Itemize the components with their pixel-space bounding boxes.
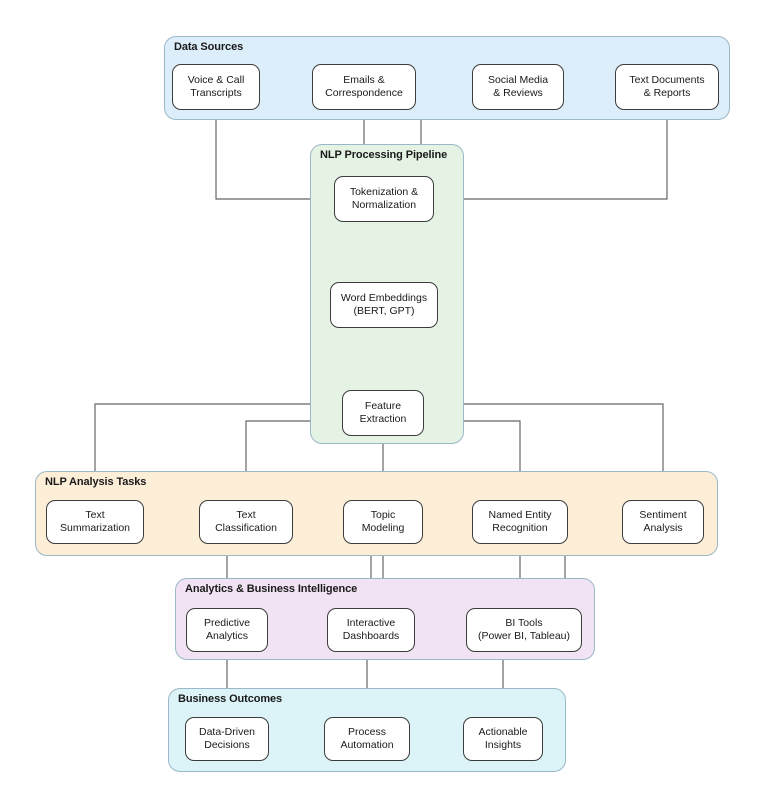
node-emails-correspondence[interactable]: Emails & Correspondence [312,64,416,110]
node-sentiment-analysis[interactable]: Sentiment Analysis [622,500,704,544]
node-label: Process Automation [340,726,394,751]
group-title-nlp-pipeline: NLP Processing Pipeline [320,149,448,161]
node-label: Data-Driven Decisions [198,726,256,751]
node-label: Text Classification [215,509,277,534]
node-label: Sentiment Analysis [639,509,687,534]
node-feature-extraction[interactable]: Feature Extraction [342,390,424,436]
node-social-media-reviews[interactable]: Social Media & Reviews [472,64,564,110]
node-word-embeddings[interactable]: Word Embeddings (BERT, GPT) [330,282,438,328]
group-title-analytics-bi: Analytics & Business Intelligence [185,583,358,595]
node-text-summarization[interactable]: Text Summarization [46,500,144,544]
node-label: Word Embeddings (BERT, GPT) [340,292,428,317]
group-title-data-sources: Data Sources [174,41,244,53]
node-label: Topic Modeling [361,509,405,534]
node-label: Predictive Analytics [203,617,251,642]
node-label: BI Tools (Power BI, Tableau) [477,617,571,642]
edge-text-documents-reports-to-tokenization-normalization [439,110,668,202]
node-process-automation[interactable]: Process Automation [324,717,410,761]
node-label: Emails & Correspondence [325,74,403,99]
node-text-classification[interactable]: Text Classification [199,500,293,544]
node-label: Interactive Dashboards [342,617,400,642]
node-label: Text Documents & Reports [629,74,705,99]
node-label: Voice & Call Transcripts [187,74,245,99]
node-named-entity-recognition[interactable]: Named Entity Recognition [472,500,568,544]
node-bi-tools[interactable]: BI Tools (Power BI, Tableau) [466,608,582,652]
group-title-business-outcomes: Business Outcomes [178,693,283,705]
node-predictive-analytics[interactable]: Predictive Analytics [186,608,268,652]
node-label: Tokenization & Normalization [349,186,419,211]
node-tokenization-normalization[interactable]: Tokenization & Normalization [334,176,434,222]
node-topic-modeling[interactable]: Topic Modeling [343,500,423,544]
node-actionable-insights[interactable]: Actionable Insights [463,717,543,761]
node-label: Social Media & Reviews [487,74,549,99]
node-label: Actionable Insights [478,726,528,751]
node-text-documents-reports[interactable]: Text Documents & Reports [615,64,719,110]
node-voice-call-transcripts[interactable]: Voice & Call Transcripts [172,64,260,110]
node-label: Named Entity Recognition [488,509,552,534]
group-title-analysis-tasks: NLP Analysis Tasks [45,476,147,488]
node-label: Text Summarization [59,509,131,534]
node-interactive-dashboards[interactable]: Interactive Dashboards [327,608,415,652]
node-data-driven-decisions[interactable]: Data-Driven Decisions [185,717,269,761]
node-label: Feature Extraction [359,400,407,425]
